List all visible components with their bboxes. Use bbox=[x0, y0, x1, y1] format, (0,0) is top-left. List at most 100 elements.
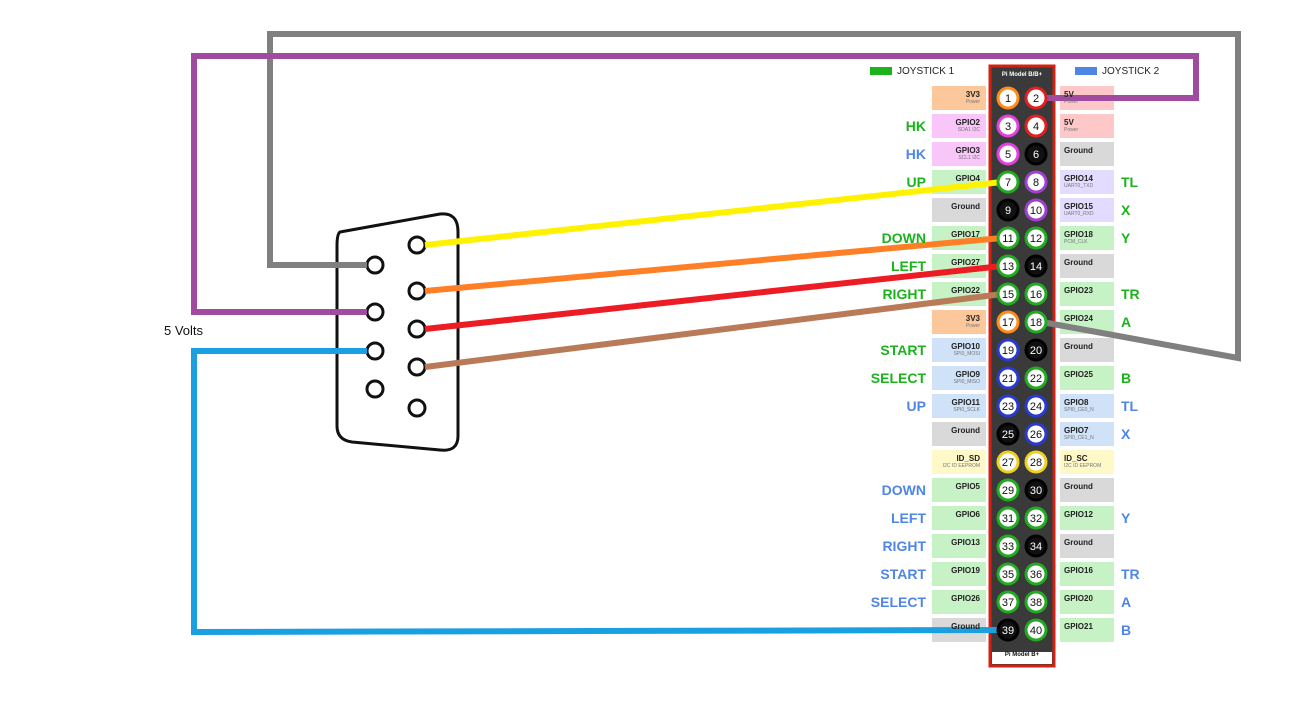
pin-function-right: Ground bbox=[1062, 478, 1112, 502]
gpio-pin-number: 17 bbox=[1002, 317, 1014, 329]
gpio-pin bbox=[996, 282, 1020, 306]
gpio-pin-number: 33 bbox=[1002, 541, 1014, 553]
joystick-label: LEFT bbox=[891, 258, 926, 274]
pin-function-left: GPIO4 bbox=[932, 170, 982, 194]
joystick-label: HK bbox=[905, 118, 926, 134]
db9-pin-hole bbox=[365, 379, 385, 399]
gpio-pin bbox=[1024, 450, 1048, 474]
pin-cell-left bbox=[932, 114, 986, 138]
pin-cell-left bbox=[932, 366, 986, 390]
pin-function-sub: UART0_TXD bbox=[1064, 183, 1094, 189]
pin-function-sub: Power bbox=[965, 323, 980, 329]
gpio-pin-number: 9 bbox=[1005, 205, 1011, 217]
gpio-pin bbox=[996, 450, 1020, 474]
pin-cell-right bbox=[1060, 450, 1114, 474]
pin-cell-right bbox=[1060, 422, 1114, 446]
gpio-pin-number: 39 bbox=[1002, 625, 1014, 637]
pin-label-cells bbox=[932, 86, 1114, 642]
pin-function-name: Ground bbox=[951, 622, 980, 631]
pin-cell-left bbox=[932, 478, 986, 502]
joystick-label: X bbox=[1121, 426, 1131, 442]
pin-function-name: GPIO19 bbox=[951, 566, 980, 575]
pin-function-sub: SPI0_MOSI bbox=[953, 351, 980, 357]
pin-function-sub: Power bbox=[1064, 99, 1079, 105]
pin-function-name: GPIO10 bbox=[951, 342, 980, 351]
pin-cell-right bbox=[1060, 142, 1114, 166]
joystick-label: DOWN bbox=[881, 230, 926, 246]
db9-pin-hole bbox=[407, 235, 427, 255]
joystick-label: SELECT bbox=[870, 370, 926, 386]
pin-cell-right bbox=[1060, 338, 1114, 362]
pin-cell-right bbox=[1060, 534, 1114, 558]
gpio-pin-number: 12 bbox=[1030, 233, 1042, 245]
pin-cell-right bbox=[1060, 562, 1114, 586]
pin-cell-left bbox=[932, 142, 986, 166]
gpio-pin bbox=[1024, 114, 1048, 138]
gpio-pin-number: 21 bbox=[1002, 373, 1014, 385]
pin-function-name: GPIO23 bbox=[1064, 286, 1093, 295]
gpio-pin-number: 29 bbox=[1002, 485, 1014, 497]
gpio-pin-number: 16 bbox=[1030, 289, 1042, 301]
pin-cell-left bbox=[932, 534, 986, 558]
gpio-pin bbox=[996, 422, 1020, 446]
db9-pin-hole bbox=[407, 281, 427, 301]
joystick-label: RIGHT bbox=[882, 286, 926, 302]
pin-function-sub: Power bbox=[1064, 127, 1079, 133]
wires bbox=[191, 31, 1241, 636]
pin-cell-left bbox=[932, 86, 986, 110]
legend-joystick2: JOYSTICK 2 bbox=[1075, 66, 1159, 77]
joystick-label: B bbox=[1121, 370, 1132, 386]
pin-cell-left bbox=[932, 394, 986, 418]
pin-function-right: GPIO12 bbox=[1062, 506, 1112, 530]
joystick-label: START bbox=[880, 342, 926, 358]
pin-cell-right bbox=[1060, 226, 1114, 250]
pin-function-name: Ground bbox=[1064, 146, 1093, 155]
gpio-pin-number: 32 bbox=[1030, 513, 1042, 525]
gpio-pin bbox=[1024, 338, 1048, 362]
yellow-wire bbox=[424, 179, 1003, 248]
gpio-pin bbox=[1024, 618, 1048, 642]
gpio-pin-number: 15 bbox=[1002, 289, 1014, 301]
pin-function-sub: SCL1 I2C bbox=[958, 155, 980, 161]
gpio-pin-number: 26 bbox=[1030, 429, 1042, 441]
gpio-pin-number: 13 bbox=[1002, 261, 1014, 273]
pin-function-name: GPIO9 bbox=[955, 370, 980, 379]
gpio-pin bbox=[1024, 534, 1048, 558]
pin-function-left: GPIO5 bbox=[932, 478, 982, 502]
pin-function-left: Ground bbox=[932, 198, 982, 222]
gpio-pin bbox=[996, 254, 1020, 278]
db9-pin-hole bbox=[365, 341, 385, 361]
joystick-label: LEFT bbox=[891, 510, 926, 526]
pin-function-left: GPIO22 bbox=[932, 282, 982, 306]
legend-joystick1: JOYSTICK 1 bbox=[870, 66, 954, 77]
pin-cell-right bbox=[1060, 618, 1114, 642]
pin-function-name: 3V3 bbox=[965, 90, 980, 99]
pin-function-name: GPIO15 bbox=[1064, 202, 1093, 211]
pin-cell-right bbox=[1060, 394, 1114, 418]
pin-function-name: ID_SC bbox=[1064, 454, 1088, 463]
gpio-pin bbox=[1024, 366, 1048, 390]
db9-shell bbox=[335, 212, 460, 452]
gpio-pin bbox=[996, 226, 1020, 250]
pin-function-name: GPIO13 bbox=[951, 538, 980, 547]
gpio-pin bbox=[1024, 310, 1048, 334]
pin-function-name: 3V3 bbox=[965, 314, 980, 323]
pin-function-name: GPIO2 bbox=[955, 118, 980, 127]
pin-function-name: Ground bbox=[1064, 342, 1093, 351]
gpio-pin-number: 31 bbox=[1002, 513, 1014, 525]
gpio-pin bbox=[996, 478, 1020, 502]
gpio-pin-number: 20 bbox=[1030, 345, 1042, 357]
pin-function-name: GPIO17 bbox=[951, 230, 980, 239]
gpio-pin bbox=[996, 86, 1020, 110]
db9-pin-hole bbox=[407, 357, 427, 377]
gpio-pin bbox=[1024, 254, 1048, 278]
header-title-top: Pi Model B/B+ bbox=[1001, 72, 1043, 78]
joystick-label: A bbox=[1121, 314, 1132, 330]
